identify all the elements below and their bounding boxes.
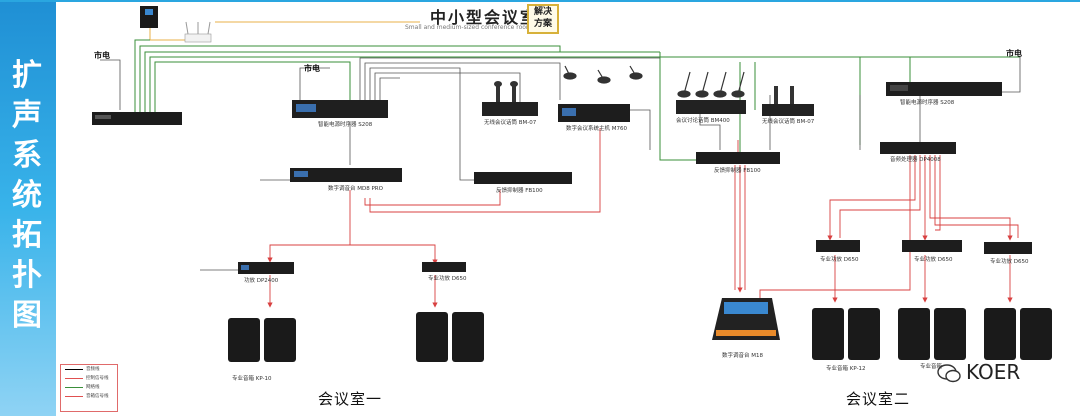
top-rule bbox=[0, 0, 1080, 2]
wechat-icon bbox=[937, 364, 961, 383]
mixer-mid-device bbox=[290, 168, 402, 182]
amp-a-label: 功放 DP2400 bbox=[244, 278, 279, 284]
wireless-mic-right-label: 无线会议话筒 BM-07 bbox=[762, 119, 815, 125]
audio-lines bbox=[100, 57, 1021, 271]
speaker-d-label: 专业音箱 bbox=[920, 364, 943, 370]
power-sequencer-left-device bbox=[92, 112, 182, 125]
sidebar-title: 扩声系统拓扑图 bbox=[12, 58, 44, 333]
amp-c-label: 专业功放 D650 bbox=[820, 257, 859, 263]
feedback-right-label: 反馈抑制器 FB100 bbox=[714, 168, 761, 174]
feedback-right-device bbox=[696, 152, 780, 164]
legend-label: 网络线 bbox=[86, 385, 100, 390]
mains-label-1: 市电 bbox=[94, 51, 110, 60]
conf-host-label: 数字会议系统主机 M760 bbox=[566, 126, 627, 132]
amp-a-device bbox=[238, 262, 294, 274]
amp-b-label: 专业功放 D650 bbox=[428, 276, 467, 282]
speaker-pair-b bbox=[416, 312, 484, 362]
processor-label: 音频处理器 DP4008 bbox=[890, 157, 941, 163]
legend-box: 音频线 控制信号线 网络线 音箱信号线 bbox=[60, 364, 118, 412]
digital-mixer-label: 数字调音台 M18 bbox=[722, 353, 763, 359]
amp-e-device bbox=[984, 242, 1032, 254]
room-two-label: 会议室二 bbox=[846, 390, 911, 408]
legend-label: 控制信号线 bbox=[86, 376, 109, 381]
desk-mics-right bbox=[677, 71, 745, 98]
legend-label: 音箱信号线 bbox=[86, 394, 109, 399]
wireless-mic-left-label: 无线会议话筒 BM-07 bbox=[484, 120, 537, 126]
feedback-left-device bbox=[474, 172, 572, 184]
watermark-text: KOER bbox=[966, 360, 1021, 384]
gooseneck-mics-left bbox=[563, 65, 643, 84]
feedback-left-label: 反馈抑制器 FB100 bbox=[496, 188, 543, 194]
speaker-c-label: 专业音箱 KP-12 bbox=[826, 366, 866, 372]
desk-mics-label: 会议讨论话筒 BM400 bbox=[676, 118, 730, 124]
legend-row: 网络线 bbox=[61, 383, 117, 392]
control-panel-device bbox=[140, 6, 158, 28]
mixer-left-label: 数字调音台 MD8 PRO bbox=[328, 186, 383, 192]
wireless-router-device bbox=[184, 33, 212, 43]
speaker-a-label: 专业音箱 KP-10 bbox=[232, 376, 272, 382]
badge-line-2: 方案 bbox=[533, 19, 552, 29]
speaker-pair-a bbox=[228, 318, 296, 362]
amp-e-label: 专业功放 D650 bbox=[990, 259, 1029, 265]
legend-row: 音箱信号线 bbox=[61, 392, 117, 401]
legend-row: 控制信号线 bbox=[61, 374, 117, 383]
wireless-mic-left-device bbox=[482, 102, 538, 116]
audio-processor-device bbox=[880, 142, 956, 154]
legend-label: 音频线 bbox=[86, 367, 100, 372]
sidebar-band bbox=[0, 0, 56, 416]
solution-badge: 解决 方案 bbox=[527, 4, 559, 34]
amp-d-label: 专业功放 D650 bbox=[914, 257, 953, 263]
power-sequencer-right-device bbox=[886, 82, 1002, 96]
speaker-pair-e bbox=[984, 308, 1052, 360]
amp-d-device bbox=[902, 240, 962, 252]
speaker-pair-c bbox=[812, 308, 880, 360]
mains-label-2: 市电 bbox=[304, 64, 320, 73]
badge-line-1: 解决 bbox=[533, 7, 552, 17]
power-seq-right-label: 智能电源时序器 S208 bbox=[900, 100, 955, 106]
conference-mic-host-device bbox=[676, 100, 746, 114]
mains-label-3: 市电 bbox=[1006, 49, 1022, 58]
control-lines bbox=[267, 128, 1019, 308]
wireless-mic-right-device bbox=[762, 104, 814, 116]
power-seq-left-label: 智能电源时序器 S208 bbox=[318, 122, 373, 128]
amp-c-device bbox=[816, 240, 860, 252]
speaker-pair-d bbox=[898, 308, 966, 360]
room-one-label: 会议室一 bbox=[318, 390, 383, 408]
legend-row: 音频线 bbox=[61, 365, 117, 374]
page-title: 中小型会议室 bbox=[430, 8, 539, 27]
amp-b-device bbox=[422, 262, 466, 272]
digital-mixer-device bbox=[712, 298, 780, 340]
page-subtitle: Small and medium-sized conference room bbox=[405, 24, 532, 31]
